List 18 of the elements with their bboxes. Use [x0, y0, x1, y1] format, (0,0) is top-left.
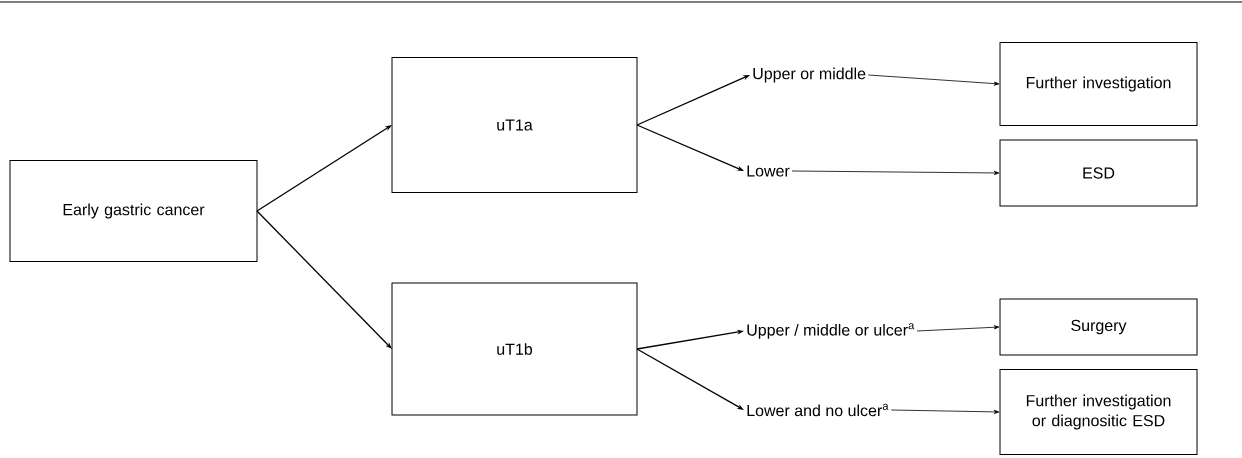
branch-label: Lower and no ulcer$^{a}$	[747, 403, 889, 417]
process-box: uT1a	[391, 57, 638, 193]
arrow	[867, 74, 1000, 86]
branch-label: Upper or middle	[753, 67, 866, 83]
process-box: Surgery	[999, 298, 1198, 356]
branch-label: Upper / middle or ulcer$^{a}$	[747, 323, 915, 339]
process-box: uT1b	[391, 282, 638, 416]
arrow	[256, 210, 392, 349]
arrow	[636, 348, 744, 410]
arrow	[791, 170, 1000, 175]
process-box: Early gastric cancer	[9, 160, 258, 262]
arrow	[890, 409, 1000, 414]
branch-label: Lower	[747, 165, 790, 177]
process-box: ESD	[999, 139, 1198, 207]
arrow	[916, 325, 1000, 332]
arrow	[256, 125, 392, 212]
process-box: Further investigation	[999, 42, 1198, 126]
process-box: Further investigation or diagnositic ESD	[999, 369, 1198, 455]
